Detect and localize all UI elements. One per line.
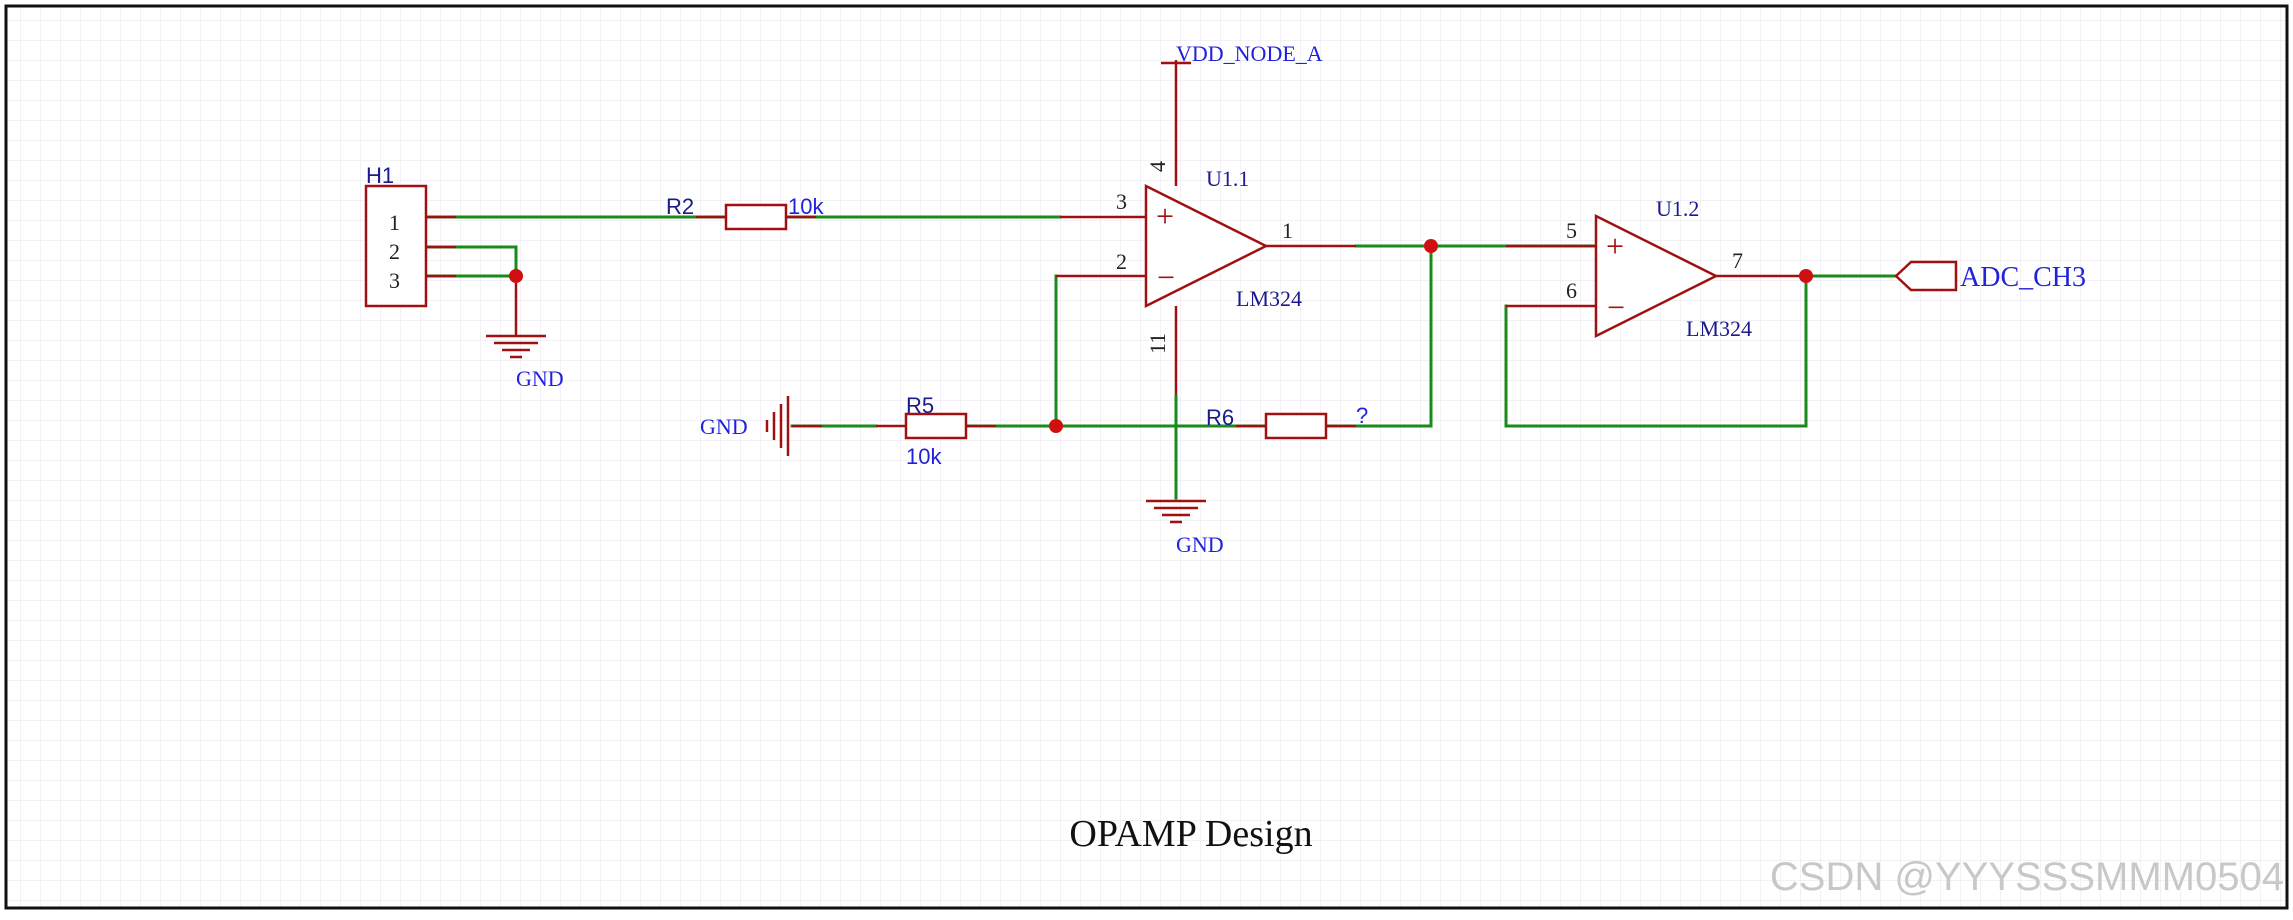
sheet-title: OPAMP Design	[1069, 813, 1312, 855]
u1-2-pin7-number: 7	[1732, 248, 1743, 273]
connector-pin-2-label: 2	[389, 239, 400, 264]
vdd-power-port[interactable]: VDD_NODE_A	[1161, 41, 1323, 66]
connector-pin-1-label: 1	[389, 210, 400, 235]
gnd-label: GND	[700, 414, 748, 439]
r5-value: 10k	[906, 444, 942, 469]
u1-1-part: LM324	[1236, 286, 1302, 311]
u1-2-pin5-number: 5	[1566, 218, 1577, 243]
u1-1-pin4-number: 4	[1145, 161, 1170, 172]
junction-u2-out	[1799, 269, 1813, 283]
r2-body	[724, 203, 788, 231]
u1-2-minus-sign: −	[1607, 289, 1625, 325]
r2-designator: R2	[666, 194, 694, 219]
watermark: CSDN @YYYSSSMMM0504	[1770, 855, 2284, 899]
opamp-u1-2[interactable]: + − U1.2 LM324 5 6 7	[1506, 196, 1806, 341]
u1-2-designator: U1.2	[1656, 196, 1699, 221]
u1-2-plus-sign: +	[1606, 228, 1624, 264]
r6-value: ?	[1356, 403, 1368, 428]
gnd-symbol-opamp[interactable]: GND	[1146, 499, 1224, 557]
u1-1-pin1-number: 1	[1282, 218, 1293, 243]
junctions	[509, 239, 1813, 433]
r2-value: 10k	[788, 194, 824, 219]
u1-1-triangle	[1144, 183, 1269, 309]
opamp-u1-1[interactable]: + − U1.1 LM324 3 2 1 4 11	[1056, 60, 1356, 500]
connector-body	[364, 184, 428, 308]
u1-1-designator: U1.1	[1206, 166, 1249, 191]
u1-1-minus-sign: −	[1157, 259, 1175, 295]
connector-h1[interactable]: H1 1 2 3	[364, 163, 456, 308]
connector-designator: H1	[366, 163, 394, 188]
u1-1-pin3-number: 3	[1116, 189, 1127, 214]
junction-h1-gnd	[509, 269, 523, 283]
gnd-label: GND	[516, 366, 564, 391]
r6-designator: R6	[1206, 405, 1234, 430]
gnd-symbol-connector[interactable]: GND	[486, 276, 564, 391]
resistor-r2[interactable]: R2 10k	[666, 194, 824, 231]
u1-2-triangle	[1594, 213, 1719, 339]
u1-2-part: LM324	[1686, 316, 1752, 341]
grid-background	[6, 6, 2287, 908]
u1-1-plus-sign: +	[1156, 198, 1174, 234]
sheet-border	[4, 4, 2289, 910]
gnd-symbol-r5[interactable]: GND	[700, 396, 822, 456]
gnd-label: GND	[1176, 532, 1224, 557]
junction-feedback	[1049, 419, 1063, 433]
resistor-r6[interactable]: R6 ?	[1206, 403, 1368, 440]
junction-u1-out	[1424, 239, 1438, 253]
r6-body	[1264, 412, 1328, 440]
port-shape	[1894, 260, 1958, 292]
connector-pin-3-label: 3	[389, 268, 400, 293]
u1-1-pin2-number: 2	[1116, 249, 1127, 274]
resistor-r5[interactable]: R5 10k	[876, 393, 996, 469]
r5-designator: R5	[906, 393, 934, 418]
vdd-label: VDD_NODE_A	[1176, 41, 1323, 66]
u1-2-pin6-number: 6	[1566, 278, 1577, 303]
u1-1-pin11-number: 11	[1145, 333, 1170, 354]
port-label: ADC_CH3	[1960, 262, 2086, 293]
port-adc-ch3[interactable]: ADC_CH3	[1894, 260, 2086, 293]
